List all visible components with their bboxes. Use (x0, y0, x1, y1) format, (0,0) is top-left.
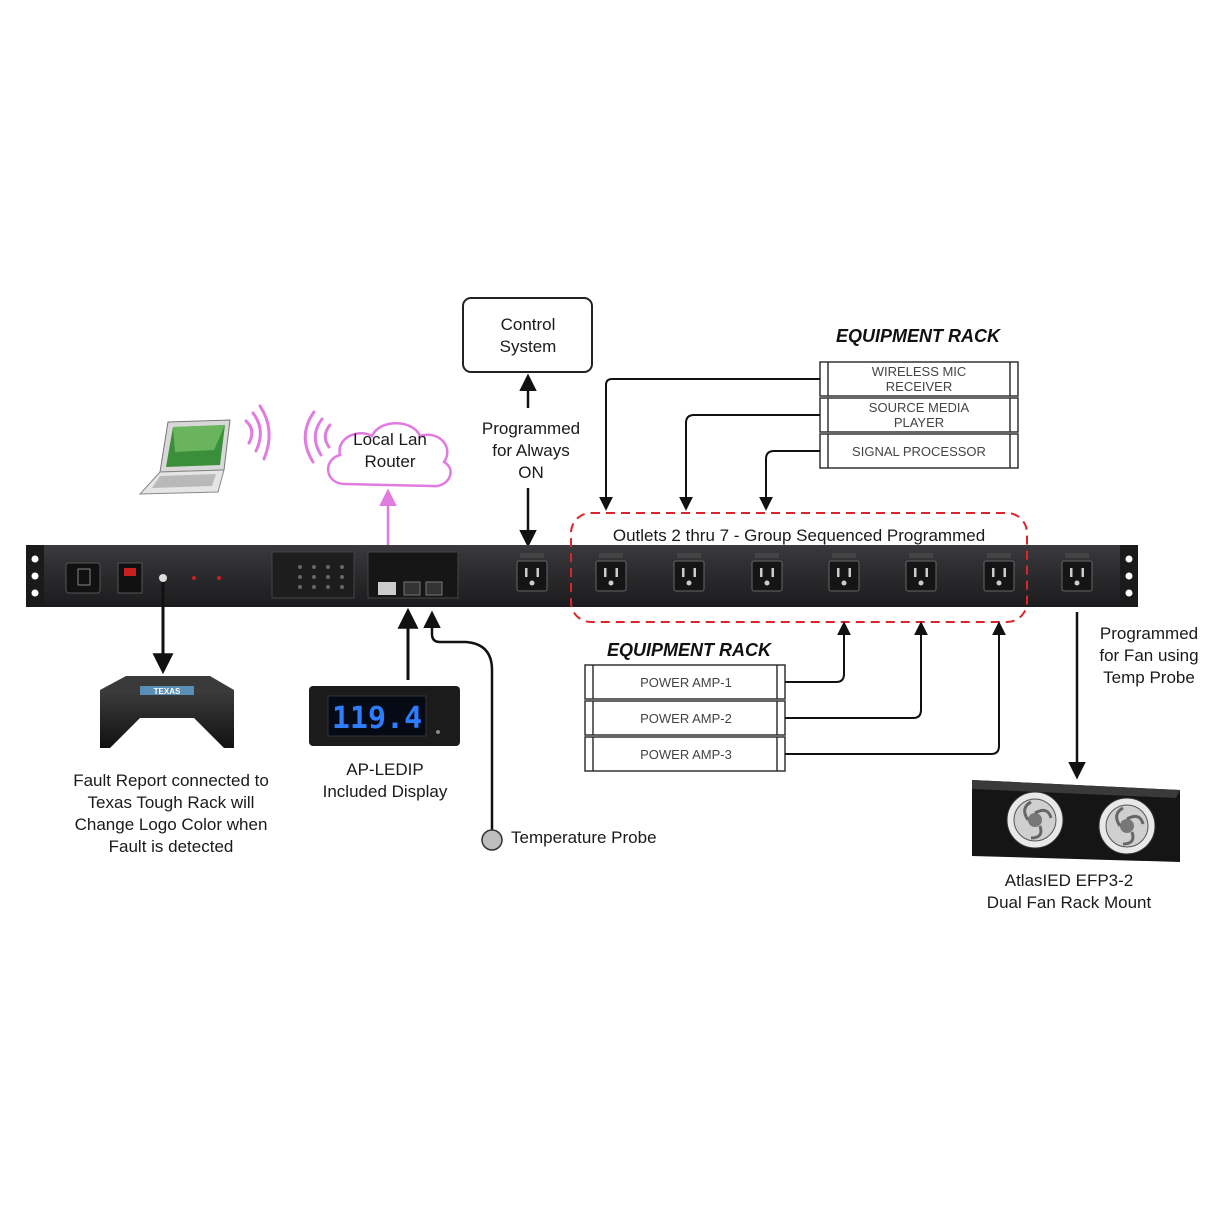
svg-text:Programmed: Programmed (482, 419, 580, 438)
rack-unit-wireless-mic: WIRELESS MIC RECEIVER (819, 361, 1019, 397)
svg-text:Included Display: Included Display (323, 782, 448, 801)
outlet-8 (1061, 553, 1093, 592)
fault-report-label: Fault Report connected to Texas Tough Ra… (73, 771, 269, 856)
logo-plate (140, 686, 194, 695)
outlet-7 (983, 553, 1015, 592)
equipment-rack-top: WIRELESS MIC RECEIVER SOURCE MEDIA PLAYE… (819, 361, 1019, 469)
equipment-rack-top-title: EQUIPMENT RACK (836, 326, 1002, 346)
svg-text:Change Logo Color when: Change Logo Color when (75, 815, 268, 834)
svg-text:Temp Probe: Temp Probe (1103, 668, 1195, 687)
status-led (217, 576, 221, 580)
router-label-1: Local Lan (353, 430, 427, 449)
outlet-2 (595, 553, 627, 592)
router-label-2: Router (364, 452, 415, 471)
svg-text:Dual Fan Rack Mount: Dual Fan Rack Mount (987, 893, 1152, 912)
mount-hole (31, 555, 39, 563)
svg-text:SIGNAL PROCESSOR: SIGNAL PROCESSOR (852, 444, 986, 459)
power-amp-3-arrow (785, 621, 1006, 755)
outlets (516, 553, 1093, 592)
status-led (192, 576, 196, 580)
laptop-icon (138, 419, 231, 495)
rack-unit-power-amp-1: POWER AMP-1 (584, 664, 786, 700)
power-amp-2-arrow (785, 621, 928, 719)
mount-hole (31, 572, 39, 580)
fan-icon (1098, 797, 1156, 855)
fault-port-icon (159, 574, 167, 582)
texas-tough-rack: TEXAS (100, 676, 234, 748)
equipment-rack-bottom: POWER AMP-1 POWER AMP-2 POWER AMP-3 (584, 664, 786, 772)
temp-probe-label: Temperature Probe (511, 828, 657, 847)
wireless-mic-arrow (599, 378, 820, 511)
control-system-label-1: Control (501, 315, 556, 334)
wifi-waves-icon (244, 404, 332, 464)
temp-probe-icon (481, 829, 503, 851)
rack-unit-power-amp-3: POWER AMP-3 (584, 736, 786, 772)
display-reading: 119.4 (332, 701, 422, 736)
dual-fan-rack-mount (972, 780, 1180, 862)
svg-text:POWER AMP-1: POWER AMP-1 (640, 675, 732, 690)
mount-hole (1125, 572, 1133, 580)
svg-text:WIRELESS MIC: WIRELESS MIC (872, 364, 967, 379)
outlet-group-border (570, 512, 1028, 623)
outlet-6 (905, 553, 937, 592)
mount-hole (31, 589, 39, 597)
outlet-group-label: Outlets 2 thru 7 - Group Sequenced Progr… (613, 526, 985, 545)
svg-text:AP-LEDIP: AP-LEDIP (346, 760, 423, 779)
logo-text: TEXAS (154, 687, 181, 696)
rack-unit-source-media: SOURCE MEDIA PLAYER (819, 397, 1019, 433)
rack-unit-power-amp-2: POWER AMP-2 (584, 700, 786, 736)
svg-text:Fault Report connected to: Fault Report connected to (73, 771, 269, 790)
svg-text:SOURCE MEDIA: SOURCE MEDIA (869, 400, 970, 415)
outlet-3 (673, 553, 705, 592)
svg-text:RECEIVER: RECEIVER (886, 379, 952, 394)
led-panel (271, 551, 355, 599)
power-inlet-icon (65, 562, 101, 594)
svg-text:POWER AMP-2: POWER AMP-2 (640, 711, 732, 726)
rack-unit-signal-processor: SIGNAL PROCESSOR (819, 433, 1019, 469)
control-system-label-2: System (500, 337, 557, 356)
led-display-device: 119.4 (309, 686, 460, 746)
outlet-5 (828, 553, 860, 592)
display-label: AP-LEDIP Included Display (323, 760, 448, 801)
svg-text:Programmed: Programmed (1100, 624, 1198, 643)
svg-text:POWER AMP-3: POWER AMP-3 (640, 747, 732, 762)
svg-text:ON: ON (518, 463, 544, 482)
router-cloud: Local Lan Router (327, 422, 452, 488)
fan-label: AtlasIED EFP3-2 Dual Fan Rack Mount (987, 871, 1152, 912)
equipment-rack-bottom-title: EQUIPMENT RACK (607, 640, 773, 660)
svg-text:Texas Tough Rack will: Texas Tough Rack will (88, 793, 255, 812)
svg-text:PLAYER: PLAYER (894, 415, 944, 430)
lan-port-icon (378, 582, 396, 595)
svg-text:AtlasIED EFP3-2: AtlasIED EFP3-2 (1005, 871, 1134, 890)
always-on-label: Programmed for Always ON (482, 419, 580, 482)
signal-processor-arrow (759, 450, 820, 511)
power-amp-1-arrow (785, 621, 851, 683)
fan-program-label: Programmed for Fan using Temp Probe (1099, 624, 1198, 687)
svg-text:for Fan using: for Fan using (1099, 646, 1198, 665)
outlet-1 (516, 553, 548, 592)
svg-text:Fault is detected: Fault is detected (109, 837, 234, 856)
outlet-4 (751, 553, 783, 592)
control-system-box: Control System (462, 297, 593, 373)
mount-hole (1125, 555, 1133, 563)
breaker-switch-icon (117, 562, 143, 594)
temp-probe-cable (423, 610, 494, 832)
fan-icon (1006, 791, 1064, 849)
mount-hole (1125, 589, 1133, 597)
source-media-arrow (679, 414, 820, 511)
display-port-icon (403, 581, 421, 596)
svg-text:for Always: for Always (492, 441, 569, 460)
pdu-unit (26, 545, 1138, 607)
probe-port-icon (425, 581, 443, 596)
